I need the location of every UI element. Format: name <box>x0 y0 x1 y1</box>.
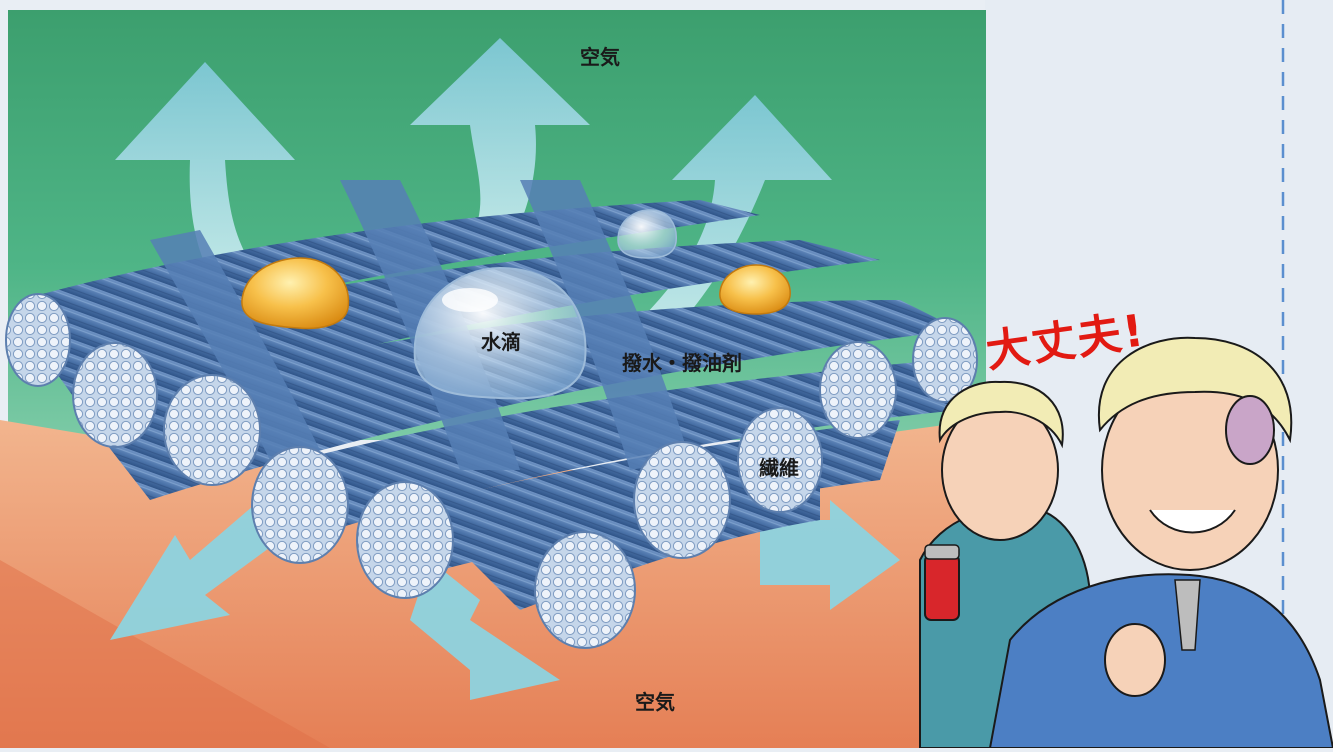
cartoon-characters <box>919 336 1333 749</box>
bottom-arrows <box>110 500 900 700</box>
fabric-base-shadow <box>0 560 330 748</box>
arrow-bottom-right <box>760 500 900 610</box>
arrow-up-center <box>410 38 590 255</box>
arrow-up-left <box>115 62 295 285</box>
oil-drop-left <box>241 257 350 330</box>
label-fiber: 繊維 <box>759 456 799 480</box>
label-air-top: 空気 <box>580 45 620 69</box>
label-air-bottom: 空気 <box>635 690 675 714</box>
water-drop-small <box>617 209 677 259</box>
label-repellent: 撥水・撥油剤 <box>622 351 742 375</box>
label-water-drop: 水滴 <box>481 330 521 354</box>
oil-drop-right <box>719 264 791 315</box>
arrow-bottom-center <box>410 560 560 700</box>
droplets <box>241 209 791 400</box>
fiber-end-caps <box>5 293 978 649</box>
arrow-bottom-left <box>110 500 280 640</box>
water-drop-highlight <box>442 288 498 312</box>
